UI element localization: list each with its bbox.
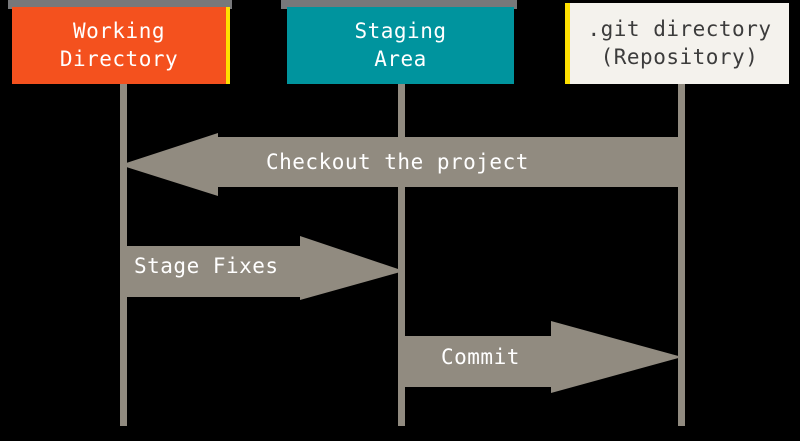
staging-area-box-shadow [281, 0, 517, 9]
staging-area-lifeline [398, 84, 405, 426]
git-directory-label: .git directory (Repository) [587, 16, 772, 69]
working-directory-box: Working Directory [12, 7, 230, 84]
checkout-arrow-label: Checkout the project [266, 150, 529, 174]
working-directory-lifeline [120, 84, 127, 426]
commit-arrow-label: Commit [441, 345, 520, 369]
working-directory-box-shadow [8, 0, 232, 9]
stage-fixes-arrow-label: Stage Fixes [134, 254, 279, 278]
staging-area-box: Staging Area [287, 7, 514, 84]
git-directory-box: .git directory (Repository) [565, 3, 789, 84]
staging-area-label: Staging Area [354, 18, 447, 71]
working-directory-label: Working Directory [59, 18, 179, 71]
git-directory-lifeline [678, 84, 685, 426]
